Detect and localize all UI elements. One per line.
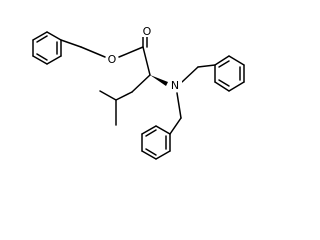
amine-nitrogen-atom: N (168, 78, 182, 92)
n-benzyl-upper-chain (181, 64, 216, 83)
benzyl-ring-left (32, 31, 62, 65)
benzyl-ring-lower (141, 125, 171, 160)
carbonyl-oxygen-atom: O (141, 25, 153, 38)
chemical-structure: O O N (32, 25, 245, 160)
benzyl-ring-upper-right (214, 55, 245, 92)
n-benzyl-lower-chain (169, 92, 182, 135)
isobutyl-side-chain (99, 74, 151, 126)
ester-chain (60, 34, 151, 76)
ester-oxygen-atom: O (106, 52, 118, 66)
carbonyl-oxygen-label: O (143, 25, 152, 38)
ester-oxygen-label: O (108, 53, 117, 66)
stereo-wedge-bond (150, 75, 168, 86)
amine-nitrogen-label: N (171, 79, 179, 92)
